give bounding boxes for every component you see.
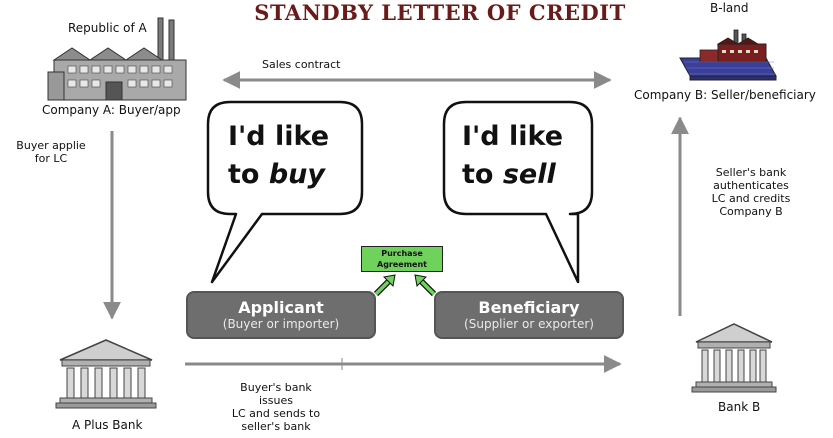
buyer-speech-bubble [206,100,364,284]
agreement-arrow-right [414,274,437,297]
seller-bank-authenticates-label: Seller's bank authenticates LC and credi… [711,166,791,218]
factory-icon [679,29,777,81]
seller-speech-bubble [442,100,594,284]
agreement-arrow-left [373,274,396,297]
sales-contract-label: Sales contract [262,58,341,71]
seller-company-label: Company B: Seller/beneficiary [634,88,816,102]
bank-building-icon [691,323,777,393]
buyer-bank-issues-label: Buyer's bank issues LC and sends to sell… [231,381,321,433]
diagram-title: STANDBY LETTER OF CREDIT [254,0,626,25]
purchase-agreement-box: Purchase Agreement [361,246,443,272]
applicant-box: Applicant (Buyer or importer) [186,291,376,339]
applicant-title: Applicant [238,298,324,317]
seller-bank-label: Bank B [718,400,761,414]
buyer-company-label: Company A: Buyer/app [42,104,180,117]
beneficiary-title: Beneficiary [478,298,580,317]
bank-building-icon [55,339,157,409]
beneficiary-subtitle: (Supplier or exporter) [464,317,594,331]
buyer-applies-label: Buyer applie for LC [16,139,86,165]
applicant-subtitle: (Buyer or importer) [222,317,340,331]
seller-bubble-text: I'd like to sell [462,121,564,190]
buyer-bank-label: A Plus Bank [72,418,143,432]
buyer-bubble-text: I'd like to buy [228,121,330,190]
seller-country-label: B-land [710,1,749,15]
factory-icon [47,17,187,101]
buyer-country-label: Republic of A [68,21,147,35]
beneficiary-box: Beneficiary (Supplier or exporter) [434,291,624,339]
